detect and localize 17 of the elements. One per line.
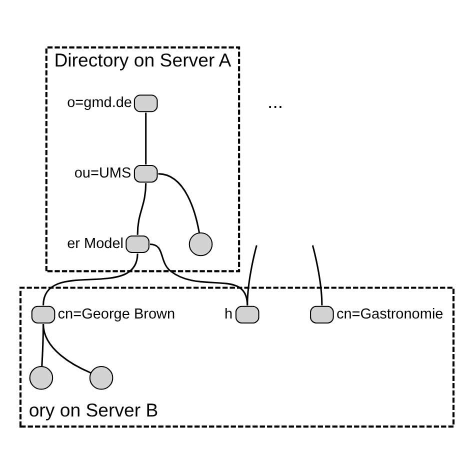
node-label: ou=UMS — [74, 166, 132, 182]
label: ... — [268, 90, 284, 112]
node-circle — [89, 366, 114, 390]
connector — [246, 245, 258, 306]
connector — [136, 183, 147, 235]
node-label: er Model — [67, 236, 124, 252]
connector — [312, 245, 323, 306]
node-circle — [29, 366, 54, 390]
connector — [42, 253, 138, 306]
connector — [158, 173, 200, 233]
node-circle — [188, 232, 213, 256]
node-label: cn=George Brown — [58, 306, 176, 323]
node-label: o=gmd.de — [67, 95, 132, 112]
connector — [145, 112, 147, 164]
node-label: cn=Gastronomie — [336, 306, 444, 323]
connector — [42, 324, 92, 374]
node-label: h — [224, 306, 233, 323]
